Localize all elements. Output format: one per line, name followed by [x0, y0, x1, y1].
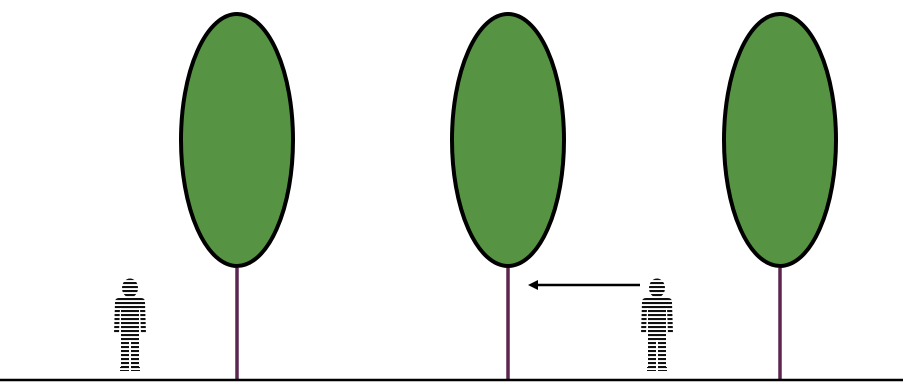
tree-foliage	[450, 12, 566, 268]
person-left	[114, 278, 146, 371]
tree-right	[722, 12, 838, 380]
tree-middle	[450, 12, 566, 380]
person-icon	[641, 278, 673, 371]
person-icon	[114, 278, 146, 371]
tree-foliage	[722, 12, 838, 268]
tree-left	[179, 12, 295, 380]
tree-foliage	[179, 12, 295, 268]
person-right	[641, 278, 673, 371]
